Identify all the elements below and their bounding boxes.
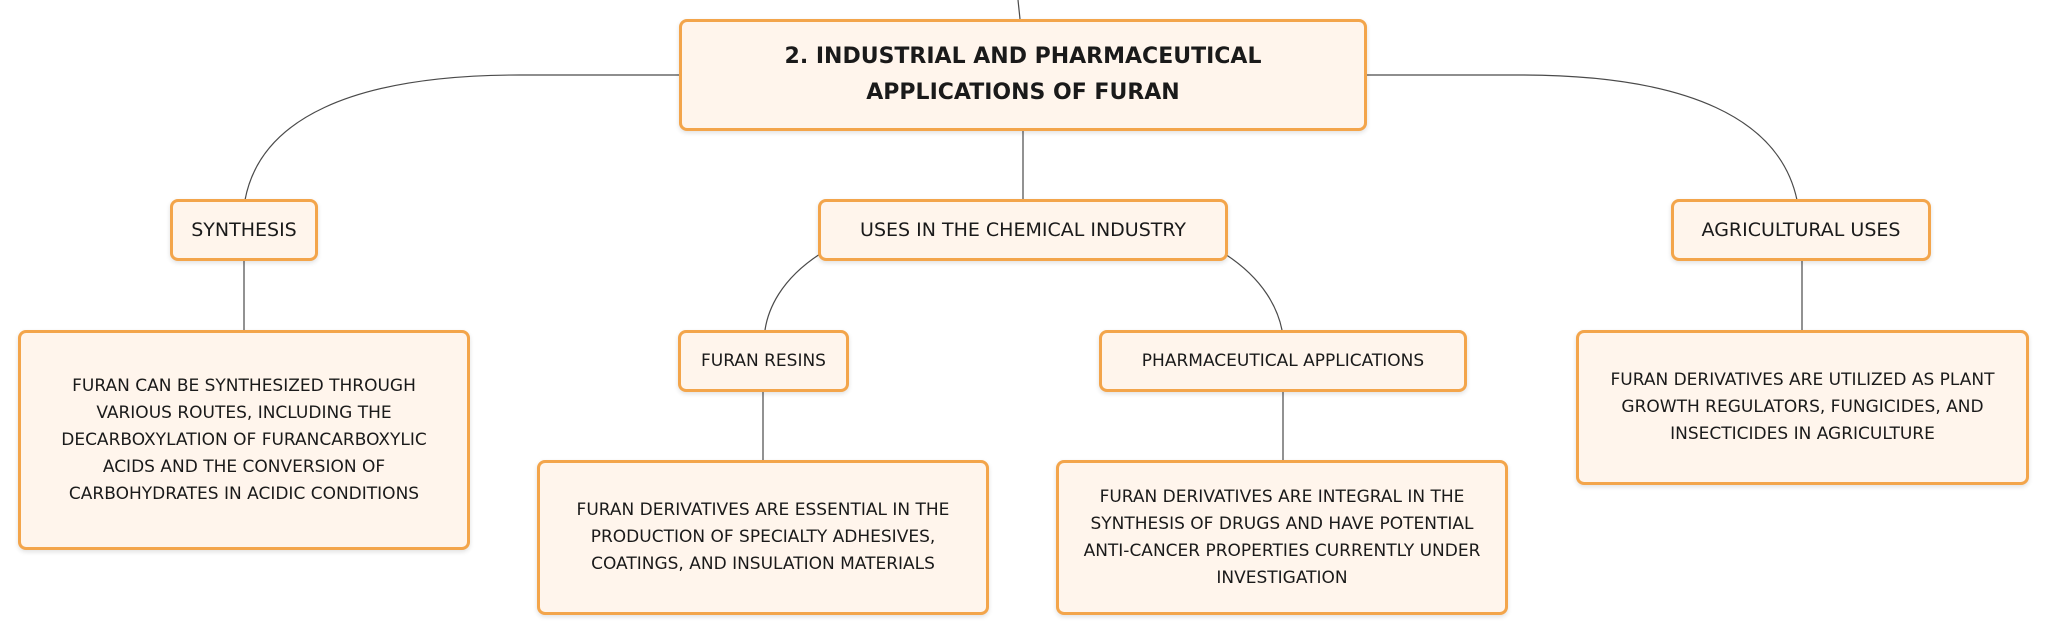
root-topic-node[interactable]: 2. INDUSTRIAL AND PHARMACEUTICAL APPLICA… [679, 19, 1367, 131]
branch-synthesis-label: SYNTHESIS [191, 219, 297, 241]
detail-furan-resins-node[interactable]: FURAN DERIVATIVES ARE ESSENTIAL IN THE P… [537, 460, 989, 615]
connector-chemical-to-pharmaceutical [1224, 253, 1283, 331]
detail-agricultural-uses-node[interactable]: FURAN DERIVATIVES ARE UTILIZED AS PLANT … [1576, 330, 2029, 485]
detail-pharmaceutical-applications-text: FURAN DERIVATIVES ARE INTEGRAL IN THE SY… [1083, 486, 1481, 588]
detail-synthesis-node[interactable]: FURAN CAN BE SYNTHESIZED THROUGH VARIOUS… [18, 330, 470, 550]
branch-agricultural-uses-label: AGRICULTURAL USES [1701, 219, 1901, 241]
branch-synthesis-node[interactable]: SYNTHESIS [170, 199, 318, 261]
connector-parent-to-root [1017, 0, 1021, 20]
subtopic-pharmaceutical-applications-node[interactable]: PHARMACEUTICAL APPLICATIONS [1099, 330, 1467, 392]
branch-chemical-industry-node[interactable]: USES IN THE CHEMICAL INDUSTRY [818, 199, 1228, 261]
branch-chemical-industry-label: USES IN THE CHEMICAL INDUSTRY [860, 219, 1186, 241]
detail-agricultural-uses-text: FURAN DERIVATIVES ARE UTILIZED AS PLANT … [1610, 370, 1995, 444]
subtopic-furan-resins-label: FURAN RESINS [701, 351, 826, 371]
subtopic-pharmaceutical-applications-label: PHARMACEUTICAL APPLICATIONS [1141, 351, 1425, 371]
detail-synthesis-text: FURAN CAN BE SYNTHESIZED THROUGH VARIOUS… [61, 375, 427, 504]
root-topic-label: 2. INDUSTRIAL AND PHARMACEUTICAL APPLICA… [784, 44, 1262, 105]
subtopic-furan-resins-node[interactable]: FURAN RESINS [678, 330, 849, 392]
detail-pharmaceutical-applications-node[interactable]: FURAN DERIVATIVES ARE INTEGRAL IN THE SY… [1056, 460, 1508, 615]
connector-chemical-to-furan-resins [764, 253, 821, 331]
detail-furan-resins-text: FURAN DERIVATIVES ARE ESSENTIAL IN THE P… [576, 500, 950, 574]
branch-agricultural-uses-node[interactable]: AGRICULTURAL USES [1671, 199, 1931, 261]
connector-root-to-agricultural-uses [1366, 74, 1798, 201]
connector-root-to-synthesis [244, 74, 680, 201]
